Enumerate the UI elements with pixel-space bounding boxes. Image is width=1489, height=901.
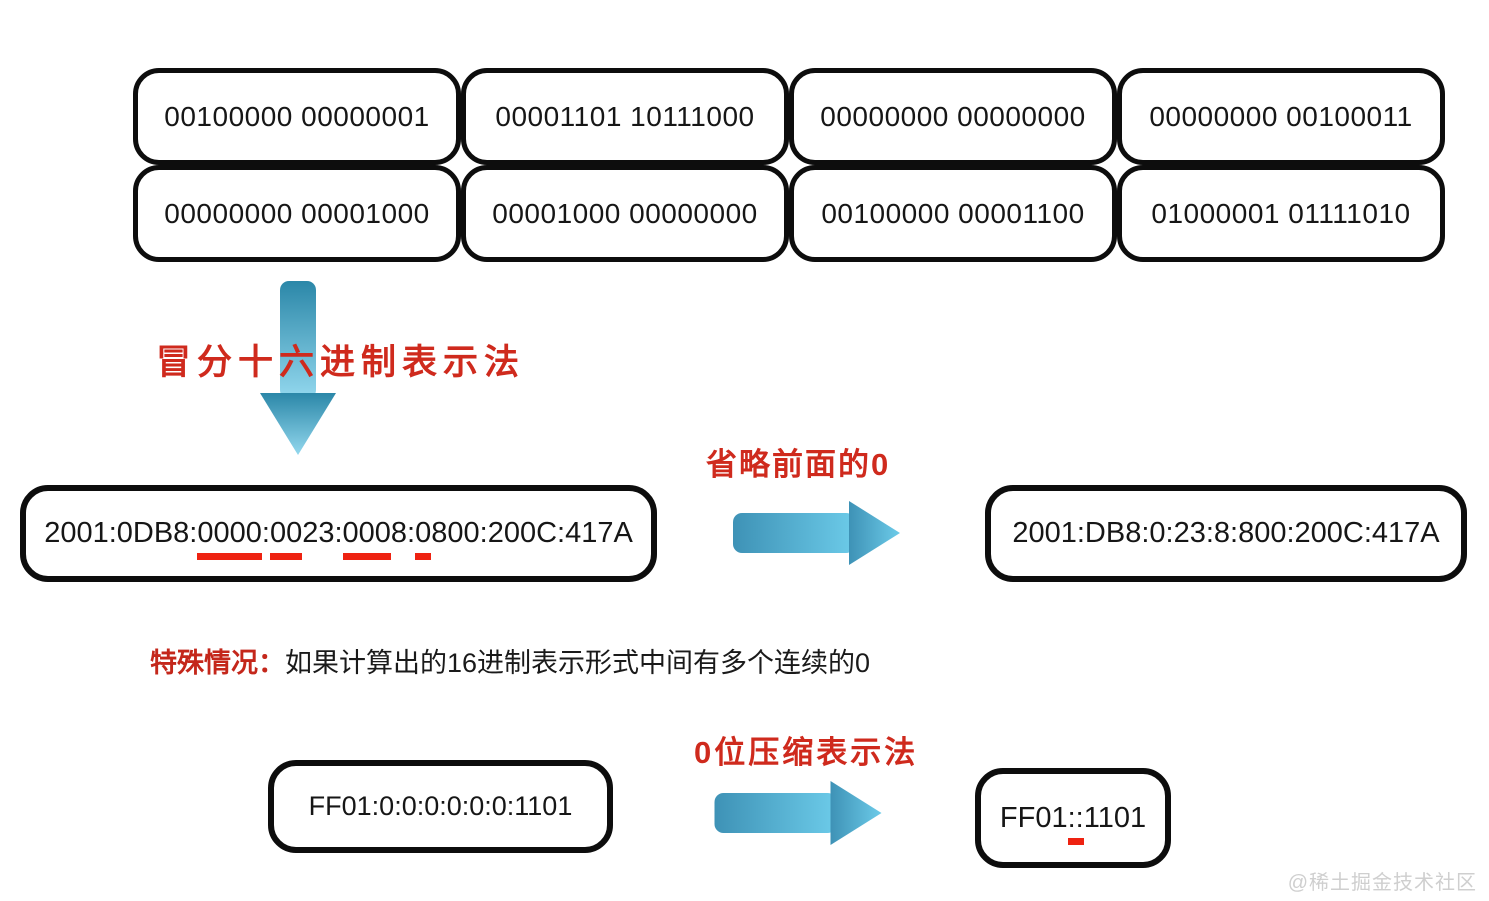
binary-group-box: 00100000 00001100 [789, 165, 1117, 262]
label-colon-hex-notation: 冒分十六进制表示法 [156, 343, 526, 382]
binary-group-box: 00100000 00000001 [133, 68, 461, 165]
right-arrow-icon [733, 498, 903, 568]
binary-group-box: 00000000 00100011 [1117, 68, 1445, 165]
binary-group-box: 00000000 00001000 [133, 165, 461, 262]
address-segment: 1101 [1083, 801, 1147, 834]
address-segment: 23: [302, 517, 343, 549]
address-segment: FF01 [999, 801, 1068, 834]
underlined-zeros: 0000 [197, 517, 262, 560]
binary-group-box: 00000000 00000000 [789, 68, 1117, 165]
binary-group-box: 00001000 00000000 [461, 165, 789, 262]
label-omit-leading-zeros: 省略前面的0 [706, 447, 891, 482]
underlined-zeros: 000 [342, 517, 391, 560]
right-arrow-icon [712, 778, 887, 848]
binary-group-box: 01000001 01111010 [1117, 165, 1445, 262]
binary-group-box: 00001101 10111000 [461, 68, 789, 165]
special-case-note: 特殊情况：如果计算出的16进制表示形式中间有多个连续的0 [150, 641, 870, 680]
address-compressed: FF01::1101 [975, 768, 1171, 868]
underlined-zeros: 0 [415, 517, 432, 560]
address-segment: 8: [390, 517, 416, 549]
address-segment: 2001:0DB8: [44, 517, 198, 549]
special-case-body: 如果计算出的16进制表示形式中间有多个连续的0 [285, 648, 871, 678]
address-segment: : [261, 517, 270, 549]
address-zero-groups: FF01:0:0:0:0:0:0:1101 [268, 760, 613, 853]
underlined-zeros: :: [1067, 802, 1084, 845]
address-segment: 800:200C:417A [431, 517, 633, 549]
label-zero-compression: 0位压缩表示法 [694, 735, 919, 770]
watermark: @稀土掘金技术社区 [1287, 872, 1477, 894]
special-case-title: 特殊情况： [150, 648, 285, 678]
down-arrow-icon [258, 281, 338, 457]
underlined-zeros: 00 [269, 517, 303, 560]
address-shortened: 2001:DB8:0:23:8:800:200C:417A [985, 485, 1467, 582]
